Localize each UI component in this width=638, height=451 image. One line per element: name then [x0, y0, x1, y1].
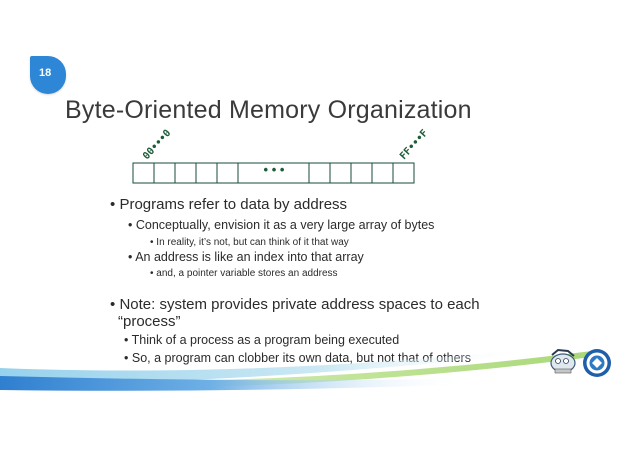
bullet-programs-refer: • Programs refer to data by address	[110, 196, 347, 213]
logos	[550, 348, 611, 377]
byte-cell	[174, 162, 197, 184]
bullet-glyph: •	[128, 218, 133, 232]
bullet-glyph: •	[110, 296, 116, 313]
memory-array-diagram: • • • 00•••0 FF•••F	[132, 128, 430, 184]
byte-cell	[371, 162, 394, 184]
footer-swoosh	[0, 348, 600, 391]
bullet-think-of-process: • Think of a process as a program being …	[124, 333, 399, 347]
mascot-logo	[550, 348, 576, 374]
slide-title: Byte-Oriented Memory Organization	[65, 96, 472, 124]
bullet-text: Programs refer to data by address	[119, 196, 348, 213]
bullet-conceptually: • Conceptually, envision it as a very la…	[128, 218, 434, 232]
bullet-glyph: •	[110, 196, 116, 213]
bullet-glyph: •	[124, 333, 129, 347]
byte-cell	[132, 162, 155, 184]
bullet-glyph: •	[124, 351, 129, 365]
slide-number: 18	[39, 67, 52, 79]
byte-cell	[308, 162, 331, 184]
bullet-glyph: •	[150, 237, 154, 248]
bullet-text: Note: system provides private address sp…	[119, 296, 480, 313]
bullet-note-private-address: • Note: system provides private address …	[110, 296, 480, 313]
university-seal-logo	[583, 349, 611, 377]
bullet-text: In reality, it’s not, but can think of i…	[156, 237, 349, 248]
bullet-text: and, a pointer variable stores an addres…	[156, 268, 338, 279]
end-address-label: FF•••F	[398, 128, 430, 162]
bullet-in-reality: • In reality, it’s not, but can think of…	[150, 237, 349, 248]
bullet-glyph: •	[150, 268, 154, 279]
byte-cell	[216, 162, 239, 184]
byte-cells-left	[132, 162, 239, 184]
slide-number-badge: 18	[30, 56, 66, 94]
bullet-text: Think of a process as a program being ex…	[131, 333, 400, 347]
bullet-process-continuation: “process”	[118, 313, 181, 330]
byte-cell	[153, 162, 176, 184]
byte-cell	[329, 162, 352, 184]
bullet-address-index: • An address is like an index into that …	[128, 250, 364, 264]
bullet-text: An address is like an index into that ar…	[135, 250, 364, 264]
bullet-text: Conceptually, envision it as a very larg…	[135, 218, 435, 232]
bullet-text: “process”	[118, 313, 181, 330]
bullet-pointer-variable: • and, a pointer variable stores an addr…	[150, 268, 338, 279]
byte-cell	[195, 162, 218, 184]
bullet-glyph: •	[128, 250, 133, 264]
byte-cell	[350, 162, 373, 184]
memory-ellipsis: • • •	[264, 162, 285, 177]
byte-cells-right	[308, 162, 415, 184]
start-address-label: 00•••0	[141, 128, 173, 162]
byte-cell	[392, 162, 415, 184]
